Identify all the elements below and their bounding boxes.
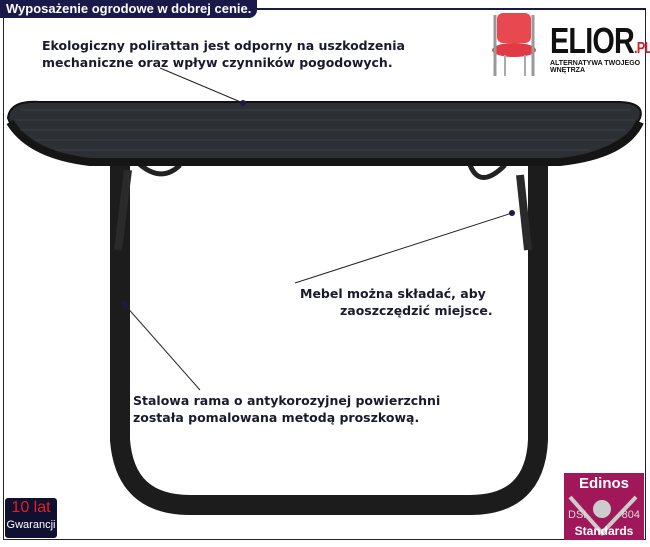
frame — [3, 8, 646, 540]
certification-v-icon — [568, 495, 638, 536]
note-rattan: Ekologiczny polirattan jest odporny na u… — [42, 38, 405, 70]
chair-logo-icon — [492, 13, 536, 76]
brand-tagline: ALTERNATYWA TWOJEGO WNĘTRZA — [550, 60, 641, 74]
certification-badge: Edinos DSI 804 Standards — [564, 473, 644, 540]
brand-logo: ELIOR.PL — [550, 20, 650, 61]
banner-title: Wyposażenie ogrodowe w dobrej cenie. — [0, 0, 258, 18]
note-frame: Stalowa rama o antykorozyjnej powierzchn… — [133, 393, 441, 425]
warranty-badge: 10 lat Gwarancji — [5, 498, 57, 538]
